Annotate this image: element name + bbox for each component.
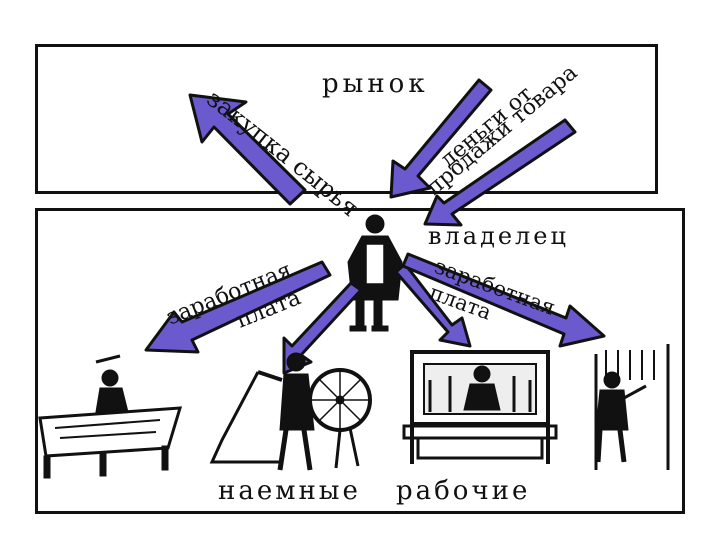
owner-figure bbox=[347, 214, 403, 332]
purchase-arrow bbox=[188, 93, 307, 206]
market-label: рынок bbox=[322, 69, 429, 99]
wage-arrow-right bbox=[401, 252, 606, 348]
worker-table-illustration bbox=[38, 354, 183, 479]
purchase-label: закупка сырья bbox=[201, 84, 364, 222]
market-box bbox=[35, 44, 658, 194]
worker-spinning-wheel-illustration bbox=[209, 352, 372, 471]
money-arrow bbox=[389, 78, 493, 199]
sale-arrow bbox=[423, 118, 577, 227]
owner-label: владелец bbox=[428, 222, 569, 250]
workers-label-part2: рабочие bbox=[396, 476, 530, 506]
wage-arrow-left bbox=[144, 260, 332, 354]
workers-label-part1: наемные bbox=[218, 476, 361, 506]
worker-loom-illustration bbox=[402, 350, 558, 464]
worker-frame-illustration bbox=[594, 344, 670, 470]
wage-arrow-center-right bbox=[394, 262, 472, 348]
